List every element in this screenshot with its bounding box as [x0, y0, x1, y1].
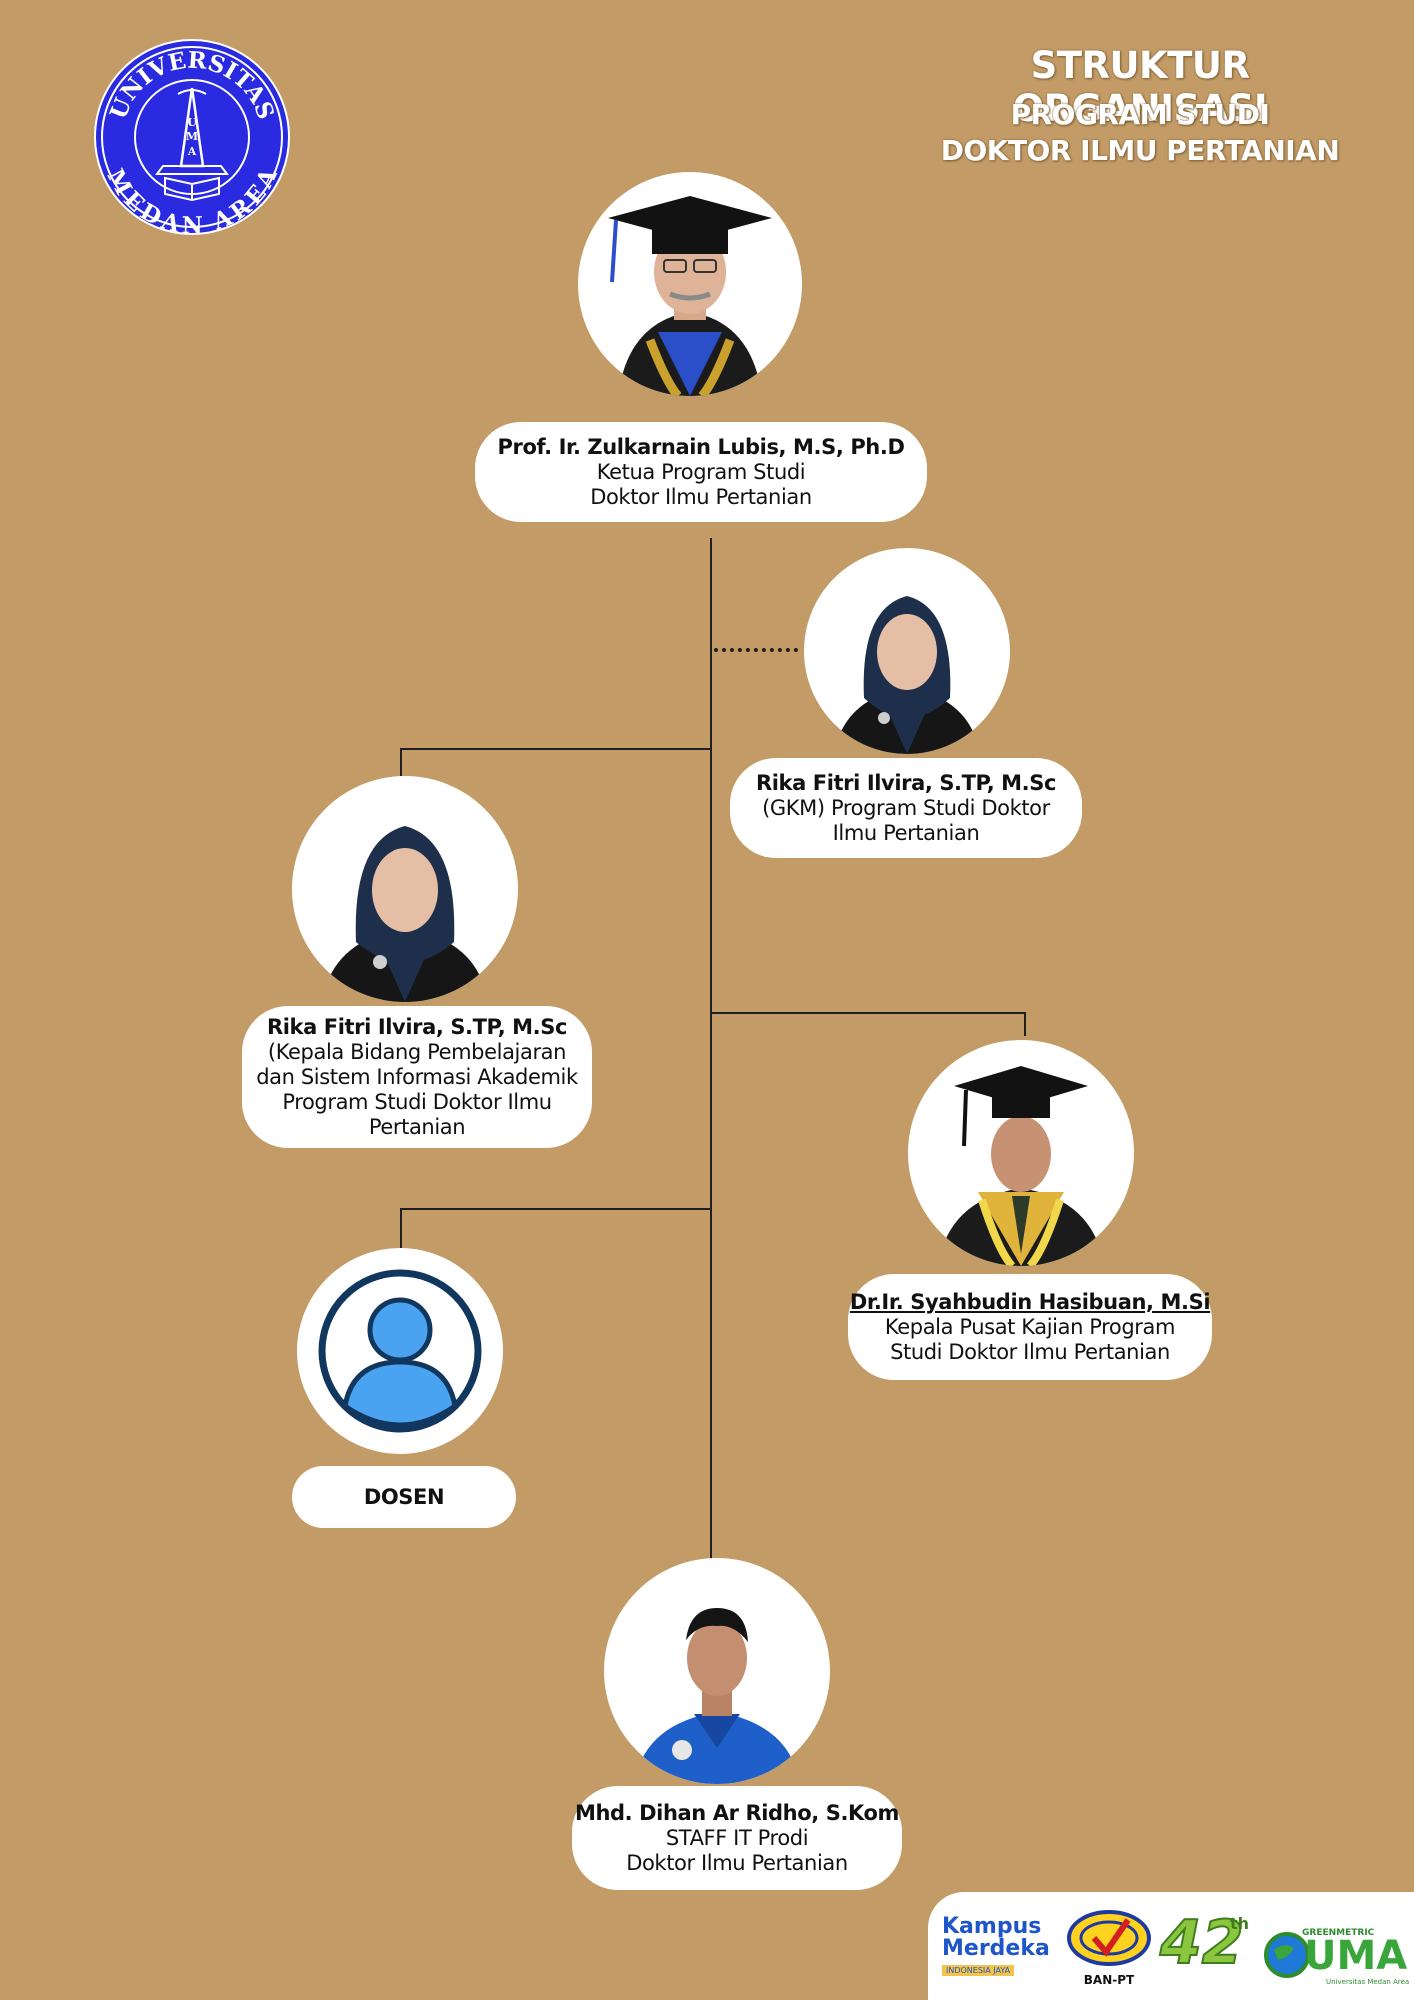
main-trunk-line	[710, 538, 712, 1560]
ban-pt-emblem-icon	[1067, 1910, 1151, 1966]
branch-line-dosen	[400, 1208, 712, 1210]
role-kabid-4: Pertanian	[368, 1115, 466, 1139]
greenmetric-uma-logo: GREENMETRIC UMA Universitas Medan Area	[1264, 1906, 1412, 1992]
greenmetric-text: GREENMETRIC	[1302, 1928, 1375, 1938]
merdeka-text: Merdeka	[942, 1936, 1050, 1961]
photo-dosen	[297, 1248, 503, 1454]
svg-text:M: M	[186, 130, 198, 143]
role-gkm-2: Ilmu Pertanian	[832, 821, 980, 845]
photo-kapus	[908, 1040, 1134, 1266]
kampus-text: Kampus	[942, 1914, 1042, 1939]
label-staff: Mhd. Dihan Ar Ridho, S.Kom STAFF IT Prod…	[572, 1786, 902, 1890]
role-staff-1: STAFF IT Prodi	[665, 1826, 809, 1850]
photo-staff	[604, 1558, 830, 1784]
label-dosen: DOSEN	[292, 1466, 516, 1528]
page-subtitle-1: PROGRAM STUDI	[1010, 98, 1270, 131]
anniversary-number: 42	[1159, 1907, 1244, 1979]
branch-drop-dosen	[400, 1208, 402, 1248]
branch-drop-kapus	[1024, 1012, 1026, 1036]
label-ketua: Prof. Ir. Zulkarnain Lubis, M.S, Ph.D Ke…	[475, 422, 927, 522]
label-kabid: Rika Fitri Ilvira, S.TP, M.Sc (Kepala Bi…	[242, 1006, 592, 1148]
globe-icon	[1264, 1932, 1310, 1978]
page-title: STRUKTUR ORGANISASI	[1012, 44, 1268, 130]
role-kapus-2: Studi Doktor Ilmu Pertanian	[890, 1340, 1170, 1364]
branch-drop-kabid	[400, 748, 402, 776]
anniversary-logo: 42 th	[1159, 1907, 1256, 1988]
ban-pt-text: BAN-PT	[1083, 1973, 1135, 1987]
role-ketua-1: Ketua Program Studi	[596, 460, 806, 484]
photo-gkm	[804, 548, 1010, 754]
name-kapus: Dr.Ir. Syahbudin Hasibuan, M.Si	[849, 1290, 1211, 1314]
user-avatar-icon	[318, 1269, 482, 1433]
ban-pt-logo: BAN-PT	[1066, 1908, 1152, 1992]
university-logo: UNIVERSITAS MEDAN AREA U M A	[93, 38, 291, 239]
name-dosen: DOSEN	[363, 1485, 445, 1509]
role-kabid-1: (Kepala Bidang Pembelajaran	[267, 1040, 567, 1064]
photo-kabid	[292, 776, 518, 1002]
name-staff: Mhd. Dihan Ar Ridho, S.Kom	[574, 1801, 900, 1825]
svg-text:A: A	[187, 145, 197, 158]
name-ketua: Prof. Ir. Zulkarnain Lubis, M.S, Ph.D	[497, 435, 905, 459]
branch-line-kabid	[400, 748, 712, 750]
name-gkm: Rika Fitri Ilvira, S.TP, M.Sc	[755, 771, 1057, 795]
footer-logo-bar: Kampus Merdeka INDONESIA JAYA BAN-PT 42 …	[928, 1892, 1414, 2000]
uma-subtext: Universitas Medan Area	[1326, 1978, 1410, 1986]
branch-line-kapus	[710, 1012, 1026, 1014]
uma-text: UMA	[1304, 1933, 1408, 1979]
page-subtitle-2: DOKTOR ILMU PERTANIAN	[940, 134, 1340, 167]
role-kabid-3: Program Studi Doktor Ilmu	[282, 1090, 552, 1114]
kampus-merdeka-logo: Kampus Merdeka INDONESIA JAYA	[942, 1916, 1058, 1980]
dotted-line-gkm	[714, 648, 798, 652]
role-staff-2: Doktor Ilmu Pertanian	[626, 1851, 848, 1875]
label-gkm: Rika Fitri Ilvira, S.TP, M.Sc (GKM) Prog…	[730, 758, 1082, 858]
role-gkm-1: (GKM) Program Studi Doktor	[762, 796, 1050, 820]
role-kabid-2: dan Sistem Informasi Akademik	[256, 1065, 578, 1089]
label-kapus: Dr.Ir. Syahbudin Hasibuan, M.Si Kepala P…	[848, 1274, 1212, 1380]
name-kabid: Rika Fitri Ilvira, S.TP, M.Sc	[266, 1015, 568, 1039]
photo-ketua	[578, 172, 802, 396]
svg-text:U: U	[187, 116, 197, 129]
indonesia-jaya-text: INDONESIA JAYA	[942, 1965, 1015, 1976]
role-kapus-1: Kepala Pusat Kajian Program	[884, 1315, 1176, 1339]
anniversary-suffix: th	[1230, 1914, 1250, 1933]
role-ketua-2: Doktor Ilmu Pertanian	[590, 485, 812, 509]
